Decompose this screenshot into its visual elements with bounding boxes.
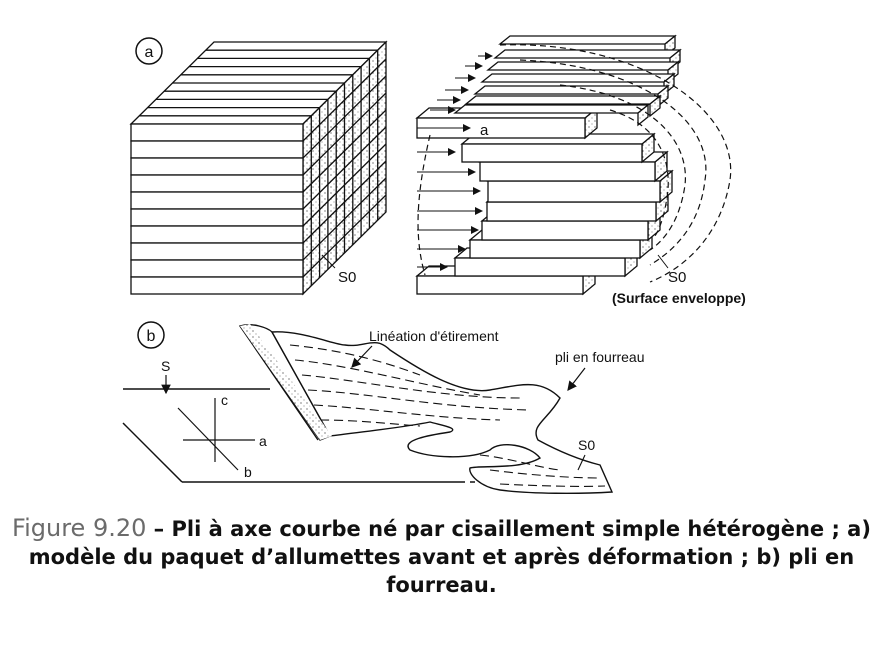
match-slab [130,225,304,244]
surface-envelope-label: (Surface enveloppe) [612,290,746,306]
sheared-slab [454,257,626,277]
lineation-leader [351,345,373,368]
axis-a-label: a [259,433,267,449]
upper-slab-top [493,49,682,59]
b-s0-label: S0 [578,437,595,453]
match-slab [130,123,304,142]
match-slab [130,242,304,261]
upper-slab-top [453,104,650,114]
sheath-fold-label: pli en fourreau [555,349,645,365]
panel-b-label: b [147,328,156,345]
figure-diagram: a a S0 S0 (Surface enveloppe) b S c a b [122,34,746,494]
sheared-slab [487,180,661,203]
upper-slab-top [486,61,680,71]
block-side-hline [302,194,387,278]
a-right-arrow-label: a [480,122,489,139]
panel-b-circle [137,321,165,349]
block-side-hline [302,177,387,261]
a-right-s0-leader [657,254,669,269]
upper-slab-top [464,95,662,105]
panel-a: a [135,37,163,65]
panel-a-label: a [145,44,154,61]
a-right-s0-label: S0 [668,269,686,286]
lineation-dashes [289,344,606,487]
match-slab [130,140,304,159]
matchbox-block-undeformed [129,40,388,296]
figure-caption-text: – Pli à axe courbe né par cisaillement s… [28,517,871,597]
a-left-s0-label: S0 [338,269,356,286]
block-side-hline [302,126,387,210]
sheared-slab [416,275,584,295]
matchbox-block-deformed [415,34,682,296]
b-s0-leader [577,454,586,471]
figure-caption: Figure 9.20 – Pli à axe courbe né par ci… [10,514,873,599]
sheared-slab [481,220,649,241]
axes-abc [177,398,255,471]
sheared-slab [479,161,656,182]
a-left-s0-leader [321,254,336,269]
block-side-hline [302,143,387,227]
sheared-slab [486,201,657,222]
upper-slab-end [649,94,661,118]
block-side-hline [302,160,387,244]
stipple-face [240,324,332,440]
sheath-fold-leader [567,367,586,391]
panel-a-circle [135,37,163,65]
match-slab [130,174,304,193]
panel-b: b [137,321,165,349]
match-slab [130,208,304,227]
axis-b-label: b [244,464,252,480]
upper-slab-top [480,73,676,83]
lineation-label: Linéation d'étirement [369,328,499,344]
sheared-slab [469,239,641,259]
envelope-surface-curves [417,44,732,283]
sheared-slab [461,143,643,163]
match-slab [130,259,304,278]
upper-slab-end [637,103,649,127]
shear-plane [122,388,500,483]
upper-slab-top [498,35,677,45]
b-s-label: S [161,358,170,374]
axis-c-label: c [221,392,228,408]
figure-number: Figure 9.20 [12,514,147,542]
match-slab [130,276,304,295]
match-slab [130,191,304,210]
match-slab [130,157,304,176]
